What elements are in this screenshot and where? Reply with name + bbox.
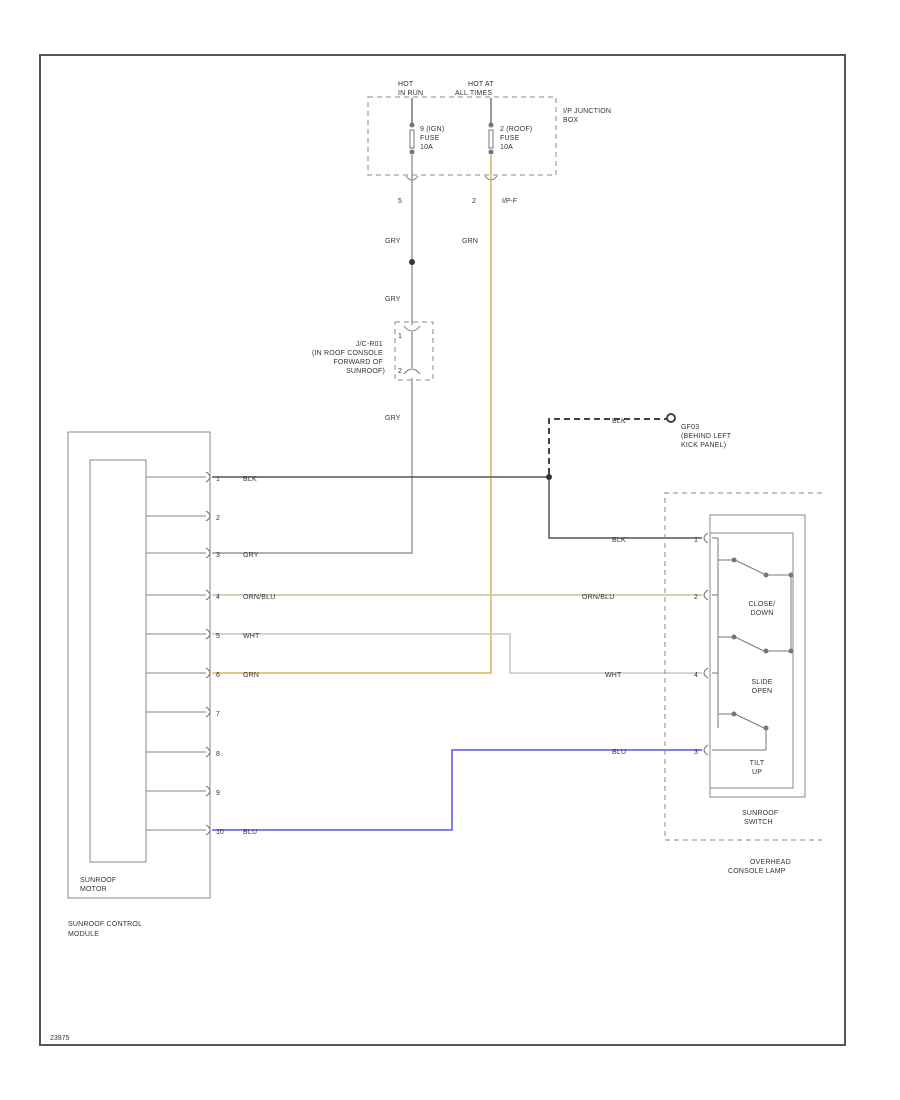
wire-blk-ground	[548, 418, 668, 474]
wire-label-gry-1: GRY	[385, 238, 401, 245]
module-pin-3: 3	[216, 552, 220, 559]
motor-outline	[89, 459, 147, 863]
switch-pin-1: 1	[694, 537, 698, 544]
jc-r01-pin-bottom: 2	[398, 368, 402, 375]
pin-b-label: 2	[472, 198, 476, 205]
module-pin-10: 10	[216, 829, 224, 836]
wire-label-blu-right: BLU	[612, 749, 626, 756]
module-pin-7: 7	[216, 711, 220, 718]
jc-r01-top-terminal	[403, 325, 421, 332]
module-pin-stubs	[146, 476, 206, 831]
ground-gf03-terminal	[666, 413, 676, 423]
wire-label-wht-right: WHT	[605, 672, 622, 679]
connector-b-label: I/P-F	[502, 198, 517, 205]
wire-label-gry-3: GRY	[385, 415, 401, 422]
wire-label-grn-1: GRN	[462, 238, 478, 245]
diagram-frame	[39, 54, 846, 1046]
wire-label-blk-switch: BLK	[612, 537, 626, 544]
sunroof-switch-outline	[709, 514, 806, 798]
ip-junction-box-outline	[367, 96, 557, 176]
switch-pin-terminals	[703, 532, 709, 756]
module-pin-2: 2	[216, 515, 220, 522]
junction-connector-jc-r01: 1 2 J/C-R01 (IN ROOF CONSOLE FORWARD OF …	[312, 321, 434, 381]
module-pin-8: 8	[216, 751, 220, 758]
fuse-b-terminal	[488, 149, 494, 155]
overhead-console-lamp: 1 2 4 3	[664, 492, 822, 841]
pin-a-label: 5	[398, 198, 402, 205]
module-pin-terminals	[205, 471, 211, 836]
switch-pin-4: 4	[694, 672, 698, 679]
jc-r01-outline	[394, 321, 434, 381]
wire-label-blk-top: BLK	[243, 476, 257, 483]
wire-blu	[212, 749, 702, 831]
jc-r01-label: J/C-R01 (IN ROOF CONSOLE FORWARD OF SUNR…	[312, 341, 385, 375]
wire-blk-switch	[548, 480, 702, 539]
wire-gry-pin3	[212, 378, 413, 554]
ground-gf03-label: GF03 (BEHIND LEFT KICK PANEL)	[681, 424, 733, 449]
module-pin-6: 6	[216, 672, 220, 679]
figure-id: 23975	[50, 1035, 70, 1042]
module-outline	[67, 431, 211, 899]
fuse-b-terminal	[488, 122, 494, 128]
wire-label-wht-left: WHT	[243, 633, 260, 640]
module-pin-5: 5	[216, 633, 220, 640]
sunroof-switch-inner	[709, 532, 794, 789]
jc-r01-bottom-terminal	[403, 368, 421, 375]
wire-label-gry-2: GRY	[385, 296, 401, 303]
close-down-label: CLOSE/DOWN	[749, 601, 776, 617]
wire-label-blk-ground: BLK	[612, 418, 626, 425]
wire-label-blu-left: BLU	[243, 829, 257, 836]
module-pin-9: 9	[216, 790, 220, 797]
blk-node-dot	[546, 474, 552, 480]
switch-pin-2: 2	[694, 594, 698, 601]
switch-contacts	[712, 537, 794, 751]
wire-label-grn-pin6: GRN	[243, 672, 259, 679]
module-pin-1: 1	[216, 476, 220, 483]
jc-r01-pin-top: 1	[398, 333, 402, 340]
fuse-a-element	[409, 129, 415, 149]
fuse-a-terminal	[409, 122, 415, 128]
splice-dot	[409, 259, 415, 265]
wire-label-orn-blu-right: ORN/BLU	[582, 594, 615, 601]
wire-wht	[212, 633, 702, 674]
wire-label-orn-blu-left: ORN/BLU	[243, 594, 276, 601]
switch-pin-3: 3	[694, 749, 698, 756]
wire-label-gry-pin3: GRY	[243, 552, 259, 559]
module-pin-4: 4	[216, 594, 220, 601]
fuse-b-element	[488, 129, 494, 149]
fuse-a-terminal	[409, 149, 415, 155]
wire-grn-feed	[212, 155, 492, 674]
